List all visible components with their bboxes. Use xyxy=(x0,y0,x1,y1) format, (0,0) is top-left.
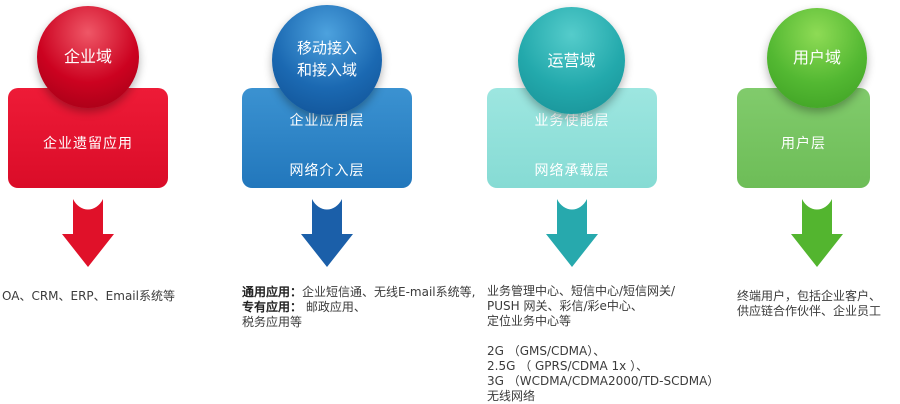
down-arrow-icon xyxy=(62,199,114,267)
description-line: 2G （GMS/CDMA）、 xyxy=(487,344,606,358)
domain-label: 移动接入 xyxy=(296,39,357,58)
domain-label: 企业域 xyxy=(63,47,112,67)
down-arrow-shape xyxy=(791,199,843,267)
description-user: 终端用户，包括企业客户、 供应链合作伙伴、企业员工 xyxy=(737,289,881,319)
domain-circle-enterprise: 企业域 xyxy=(37,6,139,108)
domain-circle-access: 移动接入 和接入域 xyxy=(272,5,382,115)
description-operation: 业务管理中心、短信中心/短信网关/ PUSH 网关、彩信/彩e中心、 定位业务中… xyxy=(487,284,719,404)
layer-label: 业务使能层 xyxy=(534,113,610,129)
description-line: 3G （WCDMA/CDMA2000/TD-SCDMA） xyxy=(487,374,720,388)
description-line: PUSH 网关、彩信/彩e中心、 xyxy=(487,299,643,313)
description-line: 供应链合作伙伴、企业员工 xyxy=(737,304,882,318)
description-line: 业务管理中心、短信中心/短信网关/ xyxy=(487,284,676,298)
description-line: 定位业务中心等 xyxy=(487,314,572,328)
description-access: 通用应用：企业短信通、无线E-mail系统等, 专有应用： 邮政应用、 税务应用… xyxy=(242,285,475,330)
down-arrow-icon xyxy=(791,199,843,267)
domain-circle-operation: 运营域 xyxy=(518,7,625,114)
description-enterprise: OA、CRM、ERP、Email系统等 xyxy=(2,289,175,304)
domain-circle-user: 用户域 xyxy=(767,8,867,108)
description-gap xyxy=(487,329,719,344)
layer-label: 用户层 xyxy=(781,136,826,152)
down-arrow-icon xyxy=(301,199,353,267)
down-arrow-shape xyxy=(301,199,353,267)
description-line: 2.5G （ GPRS/CDMA 1x ）、 xyxy=(487,359,649,373)
layer-box-user: 用户层 xyxy=(737,88,870,188)
layer-label: 企业应用层 xyxy=(289,113,365,129)
description-line: 通用应用：企业短信通、无线E-mail系统等, xyxy=(242,285,476,299)
layer-label: 企业遗留应用 xyxy=(43,136,133,152)
domain-label: 运营域 xyxy=(547,50,596,70)
layer-label: 网络承载层 xyxy=(534,163,610,179)
layer-label: 网络介入层 xyxy=(289,163,365,179)
domain-label: 用户域 xyxy=(792,48,841,68)
down-arrow-icon xyxy=(546,199,598,267)
description-line: 税务应用等 xyxy=(242,315,303,329)
domain-label: 和接入域 xyxy=(296,61,357,79)
description-line: 终端用户，包括企业客户、 xyxy=(737,289,882,303)
down-arrow-shape xyxy=(546,199,598,267)
description-line: 专有应用： 邮政应用、 xyxy=(242,300,366,314)
description-line: 无线网络 xyxy=(487,389,536,403)
down-arrow-shape xyxy=(62,199,114,267)
description-line: OA、CRM、ERP、Email系统等 xyxy=(2,289,175,303)
